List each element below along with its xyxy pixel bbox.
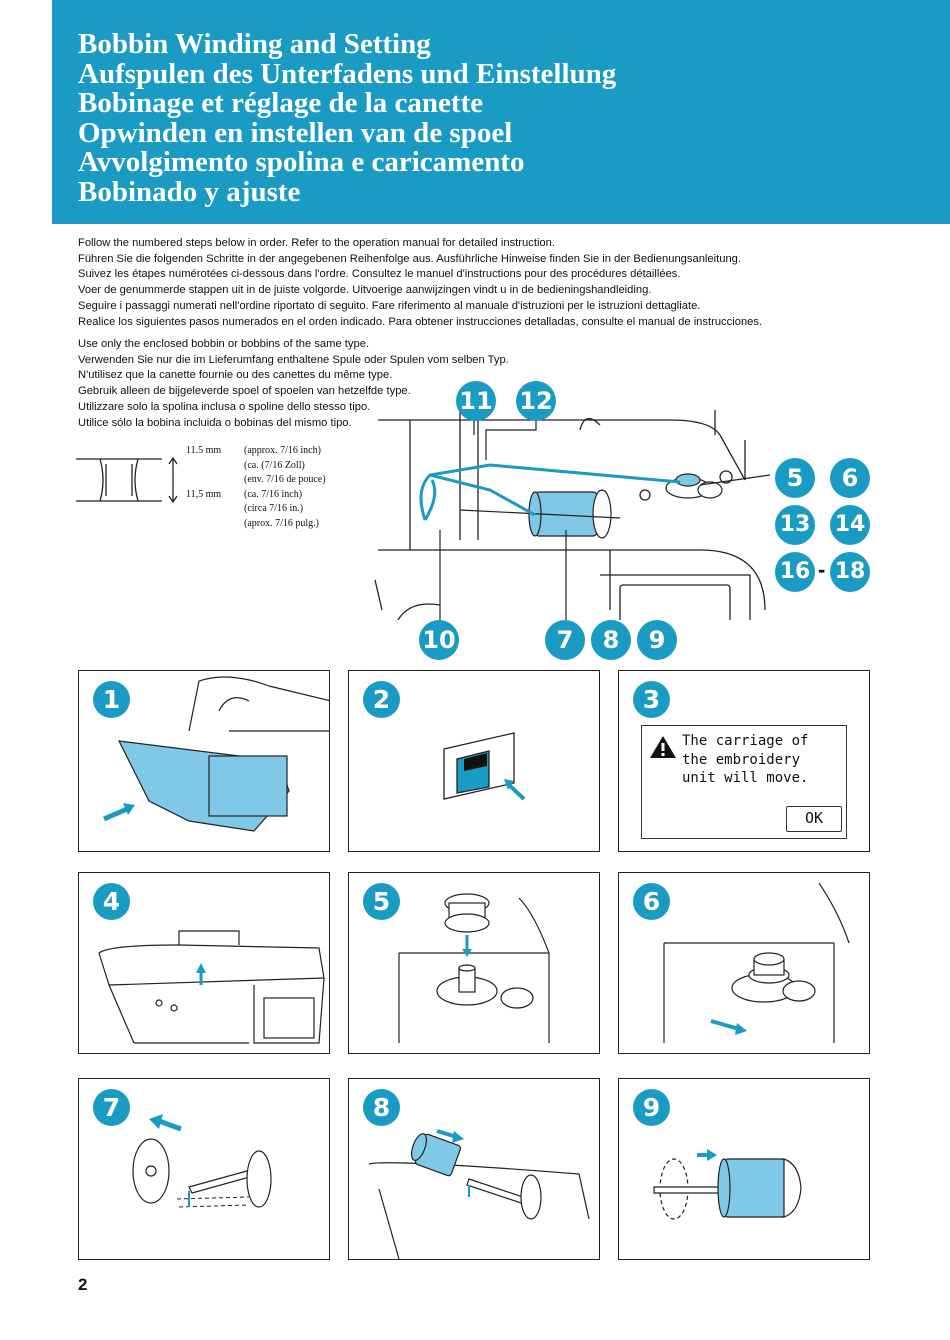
ref-badge: 5 — [775, 458, 815, 498]
bobbin-note-line: Gebruik alleen de bijgeleverde spoel of … — [78, 385, 411, 398]
step-number-badge: 9 — [633, 1089, 670, 1126]
power-switch-illustration — [443, 732, 526, 801]
step-number-badge: 2 — [363, 681, 400, 718]
bobbin-height-inch: (approx. 7/16 inch) — [244, 445, 321, 456]
bobbin-note: Use only the enclosed bobbin or bobbins … — [78, 337, 509, 431]
step-number-badge: 1 — [93, 681, 130, 718]
bobbin-height-inch: (ca. (7/16 Zoll) — [244, 459, 305, 471]
title-es: Bobinado y ajuste — [78, 175, 301, 208]
push-winder-illustration — [663, 882, 850, 1043]
step-panel-3: 3 The carriage of the embroidery unit wi… — [618, 670, 870, 852]
bobbin-height-mm: 11,5 mm — [186, 488, 222, 500]
ref-badge: 18 — [830, 552, 870, 592]
ref-badge: 10 — [419, 620, 459, 660]
bobbin-height-inch: (aprox. 7/16 pulg.) — [244, 517, 319, 529]
ref-badge: 16 — [775, 552, 815, 592]
remove-spool-cap-illustration — [132, 1114, 272, 1208]
step-number-badge: 8 — [363, 1089, 400, 1126]
attach-spool-cap-illustration — [653, 1149, 802, 1220]
step-number-badge: 5 — [363, 883, 400, 920]
step-number-badge: 7 — [93, 1089, 130, 1126]
ref-badge: 14 — [830, 505, 870, 545]
ref-badge: 9 — [637, 620, 677, 660]
range-dash: - — [818, 557, 826, 582]
step-panel-9: 9 — [618, 1078, 870, 1260]
intro-line: Voer de genummerde stappen uit in de jui… — [78, 284, 652, 297]
ref-badge: 8 — [591, 620, 631, 660]
lcd-message: The carriage of the embroidery unit will… — [682, 733, 809, 786]
intro-line: Follow the numbered steps below in order… — [78, 237, 555, 249]
bobbin-note-line: Use only the enclosed bobbin or bobbins … — [78, 338, 370, 350]
bobbin-height-inch: (ca. 7/16 inch) — [244, 488, 303, 500]
place-bobbin-illustration — [398, 893, 550, 1043]
bobbin-height-mm: 11.5 mm — [186, 445, 222, 456]
ref-badge: 7 — [545, 620, 585, 660]
step-number-badge: 3 — [633, 681, 670, 718]
bobbin-note-line: Utilice sólo la bobina incluida o bobina… — [78, 416, 352, 429]
step-number-badge: 4 — [93, 883, 130, 920]
intro-line: Seguire i passaggi numerati nell'ordine … — [78, 299, 701, 312]
title-banner — [52, 0, 950, 224]
machine-overview-illustration — [374, 410, 771, 620]
bobbin-note-line: Verwenden Sie nur die im Lieferumfang en… — [78, 353, 509, 366]
ref-badge: 12 — [516, 381, 556, 421]
raise-lever-illustration — [98, 930, 325, 1044]
bobbin-note-line: Utilizzare solo la spolina inclusa o spo… — [78, 400, 371, 413]
bobbin-note-line: N'utilisez que la canette fournie ou des… — [78, 369, 393, 382]
bobbin-height-inch: (circa 7/16 in.) — [244, 503, 304, 515]
step-number-badge: 6 — [633, 883, 670, 920]
ref-badge: 13 — [775, 505, 815, 545]
bobbin-dimensions: 11.5 mm (approx. 7/16 inch) (ca. (7/16 Zo… — [186, 444, 326, 532]
lcd-screen: The carriage of the embroidery unit will… — [641, 725, 847, 839]
title-nl: Opwinden en instellen van de spoel — [78, 116, 513, 149]
title-it: Avvolgimento spolina e caricamento — [78, 146, 525, 178]
step-panel-5: 5 — [348, 872, 600, 1054]
intro-line: Realice los siguientes pasos numerados e… — [78, 315, 763, 328]
title-fr: Bobinage et réglage de la canette — [78, 87, 484, 119]
ref-badge: 11 — [456, 381, 496, 421]
title-en: Bobbin Winding and Setting — [78, 28, 431, 60]
place-thread-spool-illustration — [368, 1129, 590, 1259]
attach-embroidery-unit-illustration — [103, 676, 329, 832]
page-number: 2 — [78, 1275, 88, 1294]
step-panel-2: 2 — [348, 670, 600, 852]
step-panel-8: 8 — [348, 1078, 600, 1260]
title-de: Aufspulen des Unterfadens und Einstellun… — [78, 57, 617, 90]
step-panel-4: 4 — [78, 872, 330, 1054]
ok-button[interactable]: OK — [786, 806, 842, 832]
step-panel-6: 6 — [618, 872, 870, 1054]
intro-line: Suivez les étapes numérotées ci-dessous … — [78, 268, 681, 281]
intro-line: Führen Sie die folgenden Schritte in der… — [78, 252, 742, 265]
ref-badge: 6 — [830, 458, 870, 498]
step-panel-1: 1 — [78, 670, 330, 852]
page-titles: Bobbin Winding and Setting Aufspulen des… — [78, 28, 617, 208]
step-panel-7: 7 — [78, 1078, 330, 1260]
intro-paragraph: Follow the numbered steps below in order… — [78, 236, 762, 330]
bobbin-height-inch: (env. 7/16 de pouce) — [244, 474, 326, 486]
warning-icon — [650, 736, 676, 758]
bobbin-size-drawing — [76, 456, 178, 504]
